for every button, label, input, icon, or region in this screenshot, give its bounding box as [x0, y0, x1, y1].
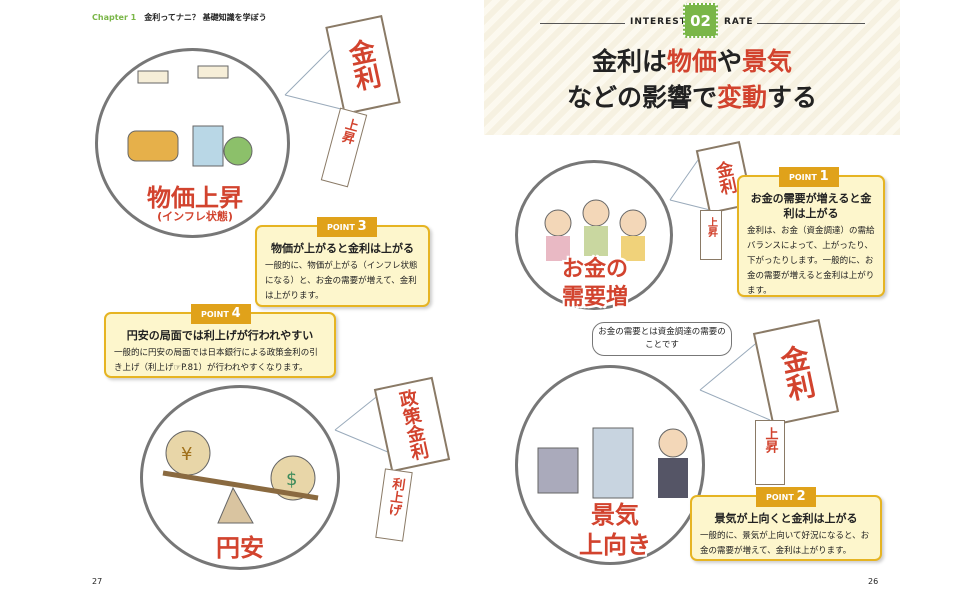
point-label: POINT 2 — [756, 487, 816, 507]
economy-label: 景気上向き — [579, 501, 651, 559]
economy-illustration — [515, 365, 705, 565]
page-number-right: 26 — [868, 577, 879, 586]
page-title: 金利は物価や景気 などの影響で変動する — [566, 47, 818, 112]
demand-label: お金の需要増 — [561, 257, 628, 310]
svg-text:¥: ¥ — [181, 444, 192, 465]
page-number-left: 27 — [92, 577, 103, 586]
inflation-label: 物価上昇 — [147, 184, 243, 212]
point-label: POINT 4 — [191, 304, 251, 324]
divider — [757, 23, 865, 24]
chapter-label: Chapter 1 — [92, 13, 137, 22]
demand-illustration — [515, 160, 673, 310]
point-box-4: POINT 4 円安の局面では利上げが行われやすい一般的に円安の局面では日本銀行… — [104, 304, 336, 378]
section-number-badge: 02 — [683, 3, 718, 38]
point-box-2: POINT 2 景気が上向くと金利は上がる一般的に、景気が上向いて好況になると、… — [690, 487, 882, 561]
inflation-sublabel: (インフレ状態) — [157, 210, 233, 223]
section-label-left: Interest — [630, 17, 687, 27]
divider — [540, 23, 625, 24]
point-box-1: POINT 1 お金の需要が増えると金利は上がる金利は、お金（資金調達）の需給バ… — [737, 167, 885, 297]
kite-tail: 上昇 — [700, 210, 722, 260]
section-label-right: rate — [724, 17, 754, 27]
inflation-illustration — [95, 48, 290, 238]
kite-tail: 上昇 — [755, 420, 785, 485]
point-label: POINT 1 — [779, 167, 839, 187]
point-box-3: POINT 3 物価が上がると金利は上がる一般的に、物価が上がる（インフレ状態に… — [255, 217, 430, 307]
speech-bubble: お金の需要とは資金調達の需要のことです — [592, 322, 732, 356]
running-header: Chapter 1 金利ってナニ？ 基礎知識を学ぼう — [92, 12, 267, 23]
point-label: POINT 3 — [317, 217, 377, 237]
chapter-title: 金利ってナニ？ 基礎知識を学ぼう — [144, 13, 267, 22]
svg-text:$: $ — [286, 469, 297, 490]
yen-label: 円安 — [216, 534, 264, 562]
yen-illustration: ¥$ — [140, 385, 340, 570]
